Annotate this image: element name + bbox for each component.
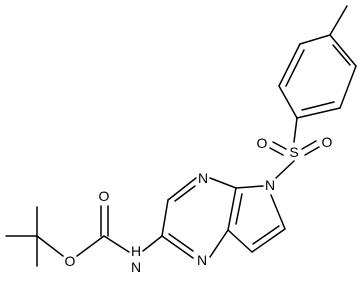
bond-c6-c5-inner [252, 225, 280, 245]
bond-ring-lower-right-bottom [296, 107, 341, 119]
bond-s-o-left-a [272, 141, 287, 150]
bond-ring-top-upper-right [329, 34, 357, 67]
bond-ring-bottom-lower-left [278, 85, 298, 119]
bond-carbonyl-oester [76, 235, 105, 257]
bond-ntop-c3 [167, 177, 197, 201]
bond-ring-upper-left-top [299, 34, 331, 45]
bond-c5-c4a [227, 229, 253, 253]
bond-c6-c5 [251, 228, 286, 253]
atom-nh-h: H [131, 243, 141, 259]
atom-s-sulfonyl: S [289, 144, 298, 160]
bond-sulfur-npyrrole [275, 160, 295, 179]
bonds [5, 5, 357, 267]
bond-nbottom-c4a [209, 229, 229, 258]
bond-npyrrole-c6 [270, 194, 286, 230]
bond-c7a-c4a [227, 187, 237, 231]
atom-o-sulfonyl-right: O [322, 134, 333, 150]
atom-o-ester: O [65, 253, 76, 269]
bond-methyl [329, 5, 348, 36]
bond-ring-inner-2 [301, 101, 335, 111]
bond-oester-tbu [36, 235, 64, 257]
bond-ring-lower-left-upper-left [278, 43, 301, 87]
atom-n-pyrrole: N [265, 177, 275, 193]
atom-labels: N N N S O O O O H N [65, 134, 333, 275]
atom-nh-n: N [131, 259, 141, 275]
bond-s-o-left-b [269, 147, 284, 156]
bond-c2-nh [142, 235, 163, 252]
bond-c7a-c4a-inner [235, 193, 243, 225]
atom-n-pyrazine-bottom: N [197, 252, 207, 268]
bond-ring-upper-right-lower-right [339, 65, 357, 109]
bond-c3-c2 [161, 199, 169, 237]
bond-s-o-right-b [304, 146, 320, 156]
bond-ring-inner-1 [332, 44, 351, 66]
bond-c2-nbottom [161, 235, 194, 259]
bond-ring-inner-3 [285, 49, 305, 87]
bond-c7a-ntop [209, 177, 237, 189]
bond-s-o-right-a [301, 140, 317, 150]
atom-o-carbonyl: O [99, 188, 110, 204]
bond-nh-carbonyl [103, 235, 130, 253]
bond-npyrrole-c7a [235, 185, 264, 189]
atom-n-pyrazine-top: N [198, 170, 208, 186]
bond-c2-nbottom-inner [168, 233, 194, 252]
atom-o-sulfonyl-left: O [257, 135, 268, 151]
bond-ring-sulfur [293, 117, 298, 143]
bond-ntop-c3-inner [174, 185, 196, 202]
